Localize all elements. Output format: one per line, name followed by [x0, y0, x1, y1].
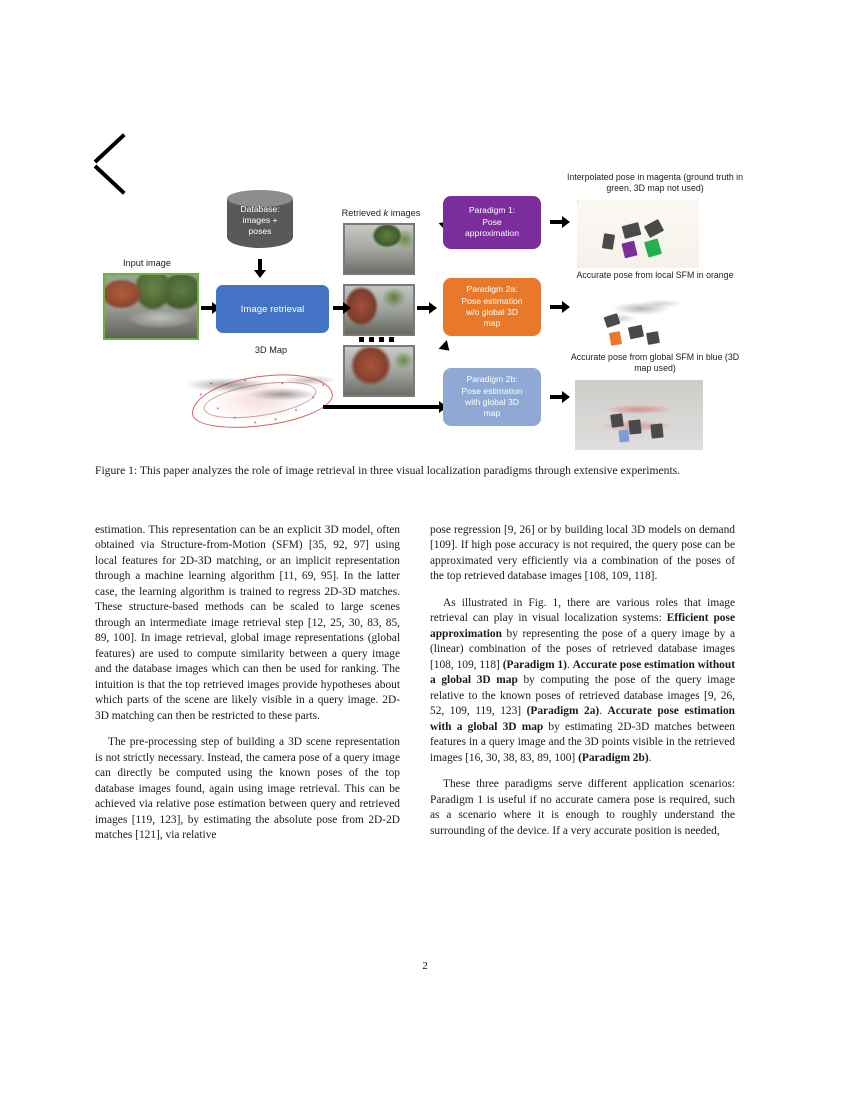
input-image-thumbnail [103, 273, 199, 340]
paragraph: estimation. This representation can be a… [95, 524, 400, 722]
arrow-paradigm-2b-to-result-head [562, 391, 570, 403]
camera-frustum-estimated [618, 429, 630, 443]
paradigm-1-box: Paradigm 1: Pose approximation [443, 196, 541, 249]
database-label-line-3: poses [248, 226, 272, 237]
camera-frustum [610, 413, 624, 428]
arrow-images-to-paradigm-2a-head [429, 302, 437, 314]
paradigm-2b-line-3: with global 3D [465, 397, 519, 407]
paragraph: The pre-processing step of building a 3D… [95, 736, 400, 842]
text-run: by estimating 2D-3D matches between feat… [430, 720, 735, 764]
bold-run: Accurate pose estimation with a global 3… [430, 705, 735, 733]
result-2a-caption: Accurate pose from local SFM in orange [576, 270, 734, 280]
paradigm-2b-line-1: Paradigm 2b: [466, 374, 518, 385]
result-2b-sfm-image [575, 380, 703, 450]
paradigm-2b-line-4: map [483, 408, 501, 419]
camera-frustum-estimated [621, 240, 638, 259]
text-run: . [648, 751, 652, 764]
arrow-database-to-retrieval-head [254, 270, 266, 278]
camera-frustum-estimated [608, 331, 623, 346]
arrow-database-to-retrieval [258, 259, 262, 272]
page-number: 2 [422, 960, 428, 972]
arrow-paradigm-2b-to-result [550, 395, 564, 399]
text-run: As illustrated in Fig. 1, there are vari… [430, 596, 735, 625]
result-1-map-image [577, 200, 699, 268]
text-run: . [566, 658, 573, 671]
ellipsis-dot [369, 337, 374, 342]
bold-run: (Paradigm 2a) [526, 705, 600, 718]
retrieved-images-label-k: k [383, 208, 389, 218]
arrow-images-to-paradigm-2b [93, 164, 126, 195]
paradigm-1-line-3: approximation [465, 228, 519, 239]
bold-run: (Paradigm 2b) [578, 751, 649, 764]
camera-frustum [643, 219, 665, 238]
image-retrieval-box: Image retrieval [216, 285, 329, 333]
retrieved-images-label-tail: images [390, 208, 421, 218]
arrow-retrieval-to-images [333, 306, 345, 310]
text-run: by representing the pose of a query imag… [430, 627, 735, 671]
bold-run: Accurate pose estimation without a globa… [430, 658, 735, 687]
arrow-paradigm-1-to-result [550, 220, 564, 224]
arrow-images-to-paradigm-1 [93, 133, 126, 164]
database-label: Database: images + poses [227, 204, 293, 238]
arrow-paradigm-2a-to-result-head [562, 301, 570, 313]
ellipsis-dot [389, 337, 394, 342]
camera-frustum [603, 313, 621, 328]
paragraph: These three paradigms serve different ap… [430, 778, 735, 837]
camera-frustum [601, 233, 616, 250]
paradigm-2a-line-2: Pose estimation [461, 295, 523, 306]
camera-frustum [621, 222, 642, 239]
camera-frustum-groundtruth [644, 238, 662, 258]
result-2a-sfm-image [587, 290, 691, 352]
arrow-input-to-retrieval [201, 306, 214, 310]
paradigm-2a-line-1: Paradigm 2a: [466, 284, 518, 295]
camera-frustum [650, 423, 664, 439]
result-2b-caption: Accurate pose from global SFM in blue (3… [570, 352, 740, 373]
paradigm-1-line-2: Pose [482, 216, 502, 227]
retrieved-image-1 [343, 223, 415, 275]
paradigm-2b-line-2: Pose estimation [461, 385, 523, 396]
body-column-left: estimation. This representation can be a… [95, 523, 400, 844]
map3d-label: 3D Map [254, 345, 288, 355]
arrow-paradigm-2a-to-result [550, 305, 564, 309]
retrieved-image-2 [343, 284, 415, 336]
figure-1: Input image Database: images + poses Ima… [93, 133, 755, 455]
camera-frustum [646, 331, 660, 345]
result-1-caption: Interpolated pose in magenta (ground tru… [566, 172, 744, 193]
retrieved-images-label: Retrieved k images [322, 208, 440, 219]
arrow-images-to-paradigm-2b-head [438, 340, 454, 355]
input-image-label: Input image [122, 258, 171, 268]
paradigm-2a-line-4: map [483, 318, 501, 329]
bold-run: (Paradigm 1) [502, 658, 567, 671]
database-label-line-2: images + [242, 215, 278, 226]
paragraph-paradigms: As illustrated in Fig. 1, there are vari… [430, 596, 735, 766]
arrow-paradigm-1-to-result-head [562, 216, 570, 228]
figure-caption: Figure 1: This paper analyzes the role o… [95, 464, 681, 477]
database-cylinder: Database: images + poses [227, 190, 293, 256]
paragraph: pose regression [9, 26] or by building l… [430, 524, 735, 583]
paradigm-2a-line-3: w/o global 3D [465, 307, 519, 317]
arrow-images-to-paradigm-2a [417, 306, 431, 310]
camera-frustum [628, 419, 642, 435]
text-run: . [599, 705, 608, 718]
database-cylinder-top [227, 190, 293, 207]
paradigm-2a-box: Paradigm 2a: Pose estimation w/o global … [443, 278, 541, 336]
body-column-right: pose regression [9, 26] or by building l… [430, 523, 735, 839]
camera-frustum [627, 324, 645, 340]
retrieved-image-3 [343, 345, 415, 397]
database-label-line-1: Database: [240, 204, 280, 214]
ellipsis-dot [379, 337, 384, 342]
map3d-pointcloud [177, 360, 347, 438]
text-run: by computing the pose of the query image… [430, 674, 736, 718]
ellipsis-dot [359, 337, 364, 342]
paradigm-2b-box: Paradigm 2b: Pose estimation with global… [443, 368, 541, 426]
arrow-map-to-paradigm-2b [323, 405, 441, 409]
retrieved-images-label-text: Retrieved [341, 208, 381, 218]
bold-run: Efficient pose approximation [430, 612, 735, 640]
arrow-retrieval-to-images-head [343, 302, 351, 314]
paradigm-1-line-1: Paradigm 1: [468, 205, 516, 216]
